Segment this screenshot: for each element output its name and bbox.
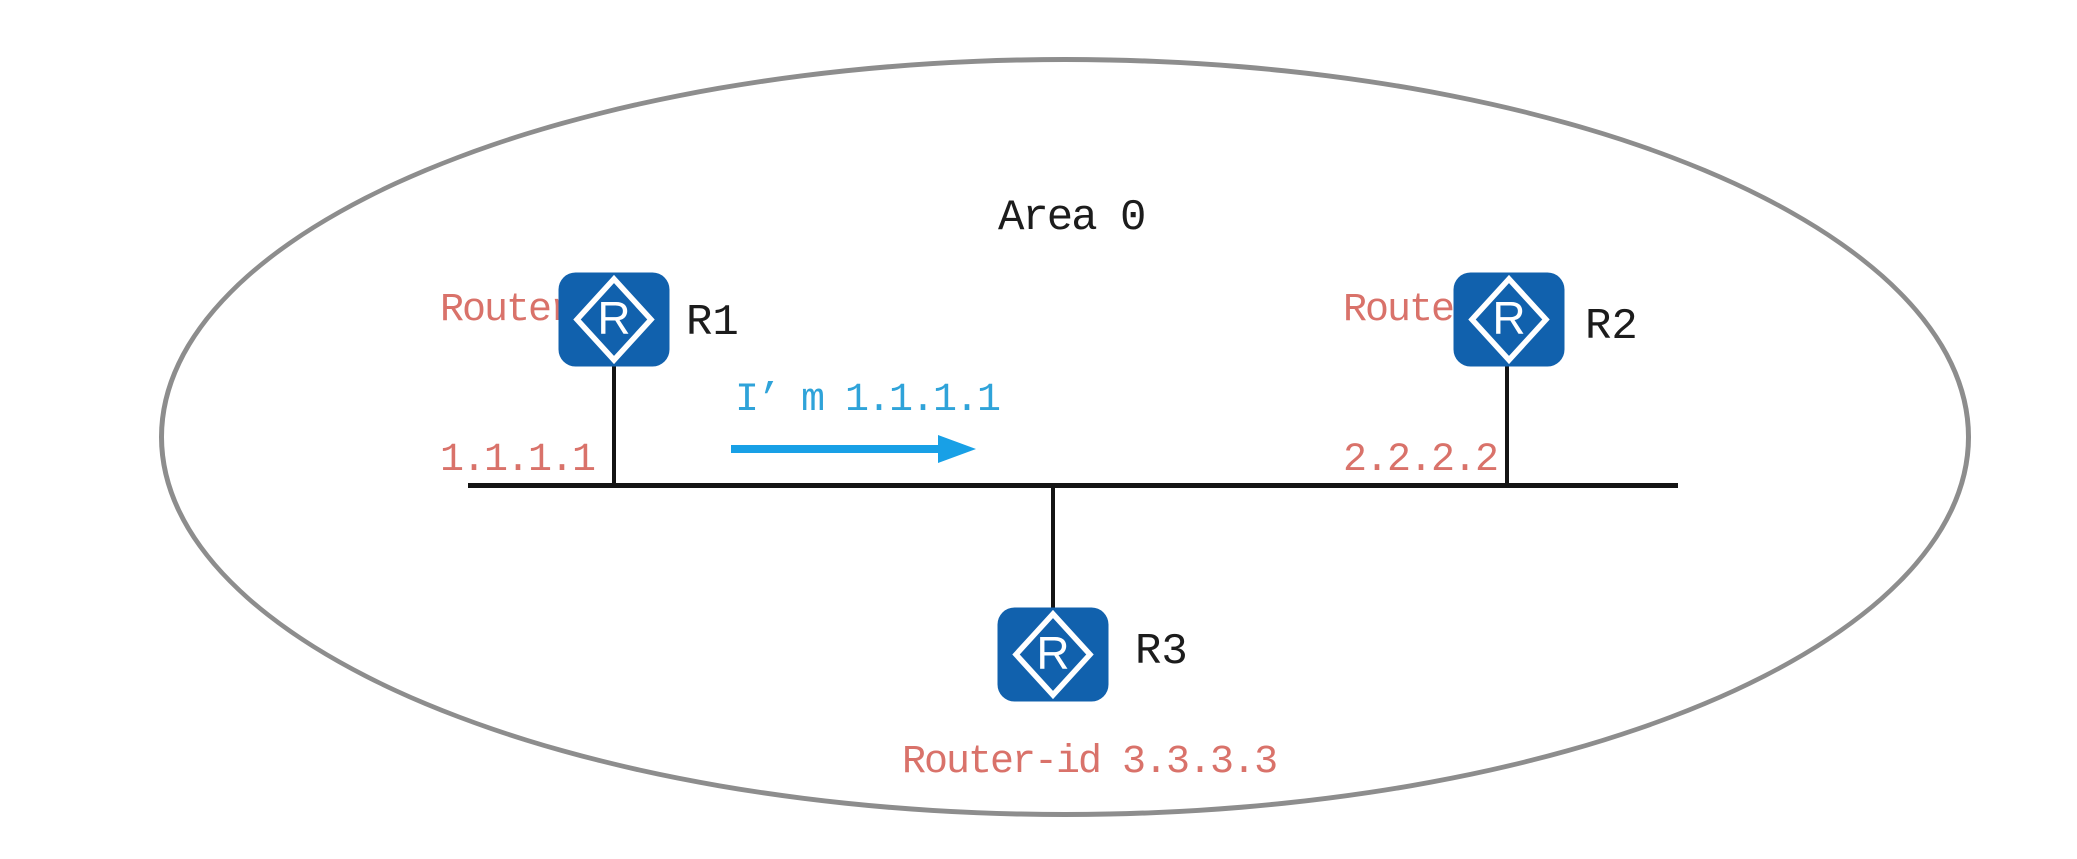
r1-link-line	[612, 366, 616, 486]
right-arrow-icon	[731, 435, 976, 463]
r1-router-id-label: Router-id 1.1.1.1	[440, 186, 640, 586]
router-icon-diamond	[573, 274, 655, 365]
router-icon-body	[1453, 272, 1565, 367]
router-icon-diamond	[1012, 609, 1094, 700]
r1-name-label: R1	[686, 298, 739, 348]
router-icon-body	[997, 607, 1109, 702]
r2-link-line	[1505, 366, 1509, 486]
router-icon-diamond	[1468, 274, 1550, 365]
r3-router-icon: R	[997, 607, 1109, 702]
router-icon-body	[558, 272, 670, 367]
arrow-head	[938, 435, 976, 463]
hello-message-text: I’ m 1.1.1.1	[735, 378, 1001, 423]
r1-router-icon: R	[558, 272, 670, 367]
r2-router-id-label: Router-id 2.2.2.2	[1343, 186, 1543, 586]
r3-name-label: R3	[1135, 627, 1188, 677]
area-0-boundary-ellipse	[159, 57, 1971, 817]
r2-name-label: R2	[1585, 302, 1638, 352]
r1-router-id-line2: 1.1.1.1	[440, 438, 596, 483]
r3-router-id-label: Router-id 3.3.3.3	[902, 740, 1278, 785]
router-icon-glyph: R	[597, 292, 630, 344]
r3-link-line	[1051, 487, 1055, 608]
router-icon-glyph: R	[1036, 627, 1069, 679]
area-title: Area 0	[998, 193, 1146, 243]
r2-router-icon: R	[1453, 272, 1565, 367]
network-segment-line	[468, 483, 1678, 488]
r2-router-id-line2: 2.2.2.2	[1343, 438, 1499, 483]
router-icon-glyph: R	[1492, 292, 1525, 344]
